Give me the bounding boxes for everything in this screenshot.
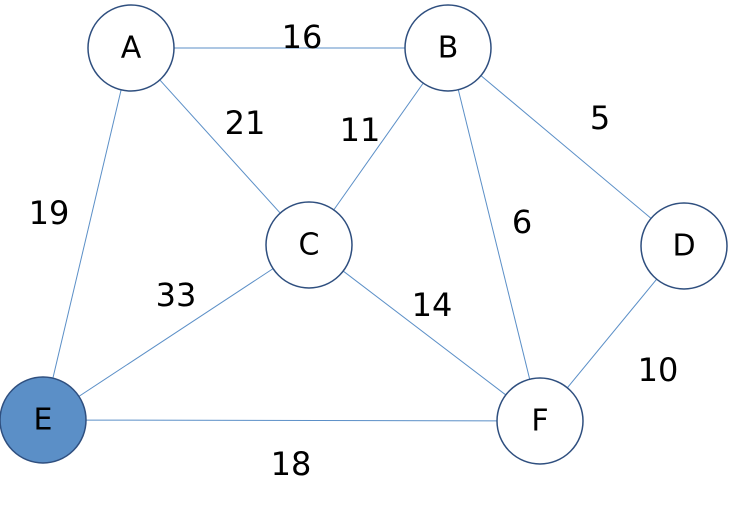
edge-a-c [159,79,281,214]
edges-layer [52,47,658,422]
node-label-e: E [34,403,53,438]
node-circle-a [87,4,175,92]
edge-weight-b-c: 11 [340,111,381,149]
node-label-d: D [672,229,695,264]
edge-weights-layer: 16 21 19 11 5 6 33 14 10 18 [29,18,679,483]
node-circle-f [496,377,584,465]
edge-weight-a-b: 16 [282,18,323,56]
node-a: A [87,4,175,92]
node-label-a: A [121,31,142,66]
node-e: E [0,376,87,464]
node-label-c: C [299,228,320,263]
edge-e-f [85,419,498,422]
node-c: C [265,201,353,289]
edge-b-d [480,75,652,219]
edge-weight-d-f: 10 [638,351,679,389]
edge-d-f [566,278,658,389]
node-f: F [496,377,584,465]
edge-b-f [457,89,531,380]
node-d: D [640,202,728,290]
edge-weight-c-f: 14 [412,286,453,324]
edge-weight-e-f: 18 [271,445,312,483]
node-circle-e [0,376,87,464]
edge-b-c [333,82,424,211]
edge-c-e [78,268,274,397]
edge-weight-a-e: 19 [29,194,70,232]
edge-weight-b-f: 6 [512,203,532,241]
node-circle-d [640,202,728,290]
nodes-layer: A B C D E F [0,4,728,465]
node-circle-c [265,201,353,289]
edge-weight-c-e: 33 [156,276,197,314]
node-label-f: F [531,404,548,439]
edge-c-f [342,270,507,396]
edge-a-e [52,89,122,379]
edge-weight-a-c: 21 [225,104,266,142]
node-label-b: B [438,31,459,66]
node-circle-b [404,4,492,92]
edge-weight-b-d: 5 [590,99,610,137]
node-b: B [404,4,492,92]
